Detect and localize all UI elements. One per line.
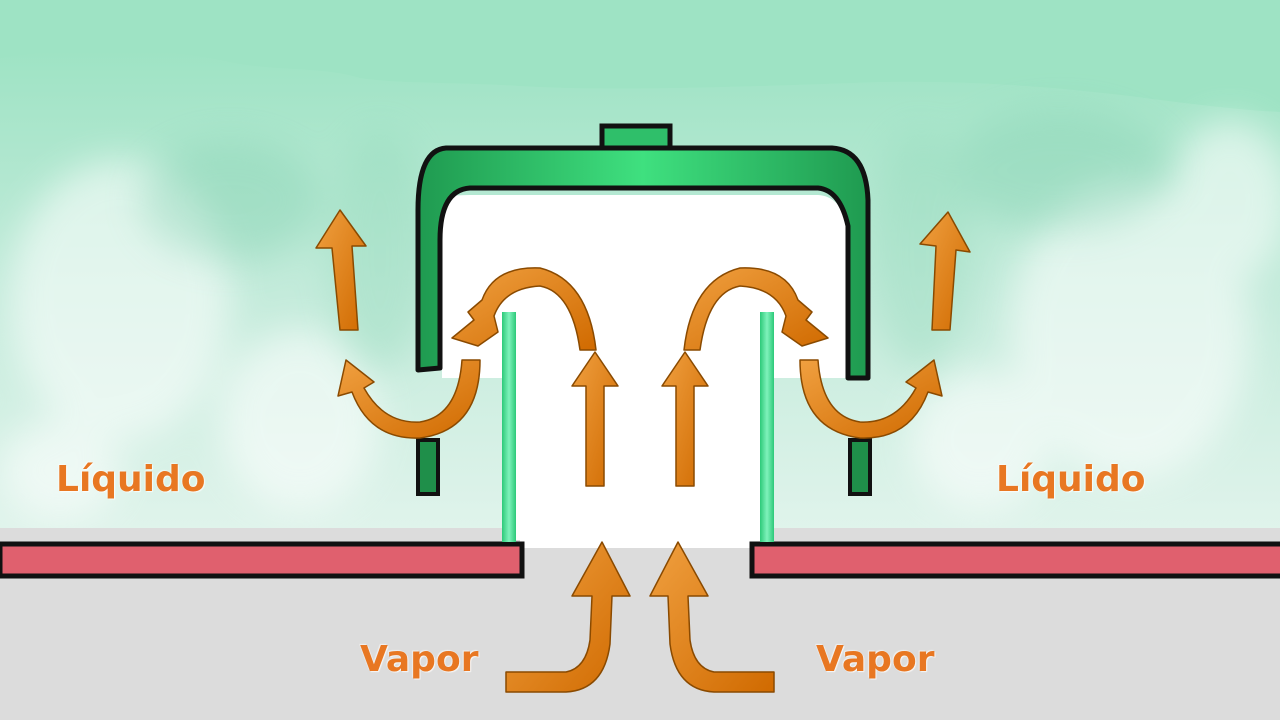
bubble-cap — [415, 145, 871, 381]
arrow-liquid-up-left — [315, 209, 367, 331]
arrow-riser-up-right — [661, 351, 709, 487]
arrow-liquid-up-right — [919, 211, 971, 331]
label-vapor-right: Vapor — [816, 639, 935, 680]
arrow-riser-up-left — [571, 351, 619, 487]
skirt-tab-right — [848, 438, 872, 496]
arrow-exit-curl-left — [337, 359, 481, 439]
tray-plate-right — [749, 541, 1280, 579]
label-vapor-left: Vapor — [360, 639, 479, 680]
arrow-vapor-in-left — [505, 541, 631, 693]
arrow-vapor-in-right — [649, 541, 775, 693]
riser-wall-right — [760, 312, 774, 542]
riser-wall-left — [502, 312, 516, 542]
arrow-curve-cap-left — [451, 267, 597, 351]
label-liquid-left: Líquido — [56, 459, 206, 500]
arrow-curve-cap-right — [683, 267, 829, 351]
tray-plate-left — [0, 541, 525, 579]
arrow-exit-curl-right — [799, 359, 943, 439]
label-liquid-right: Líquido — [996, 459, 1146, 500]
skirt-tab-left — [416, 438, 440, 496]
